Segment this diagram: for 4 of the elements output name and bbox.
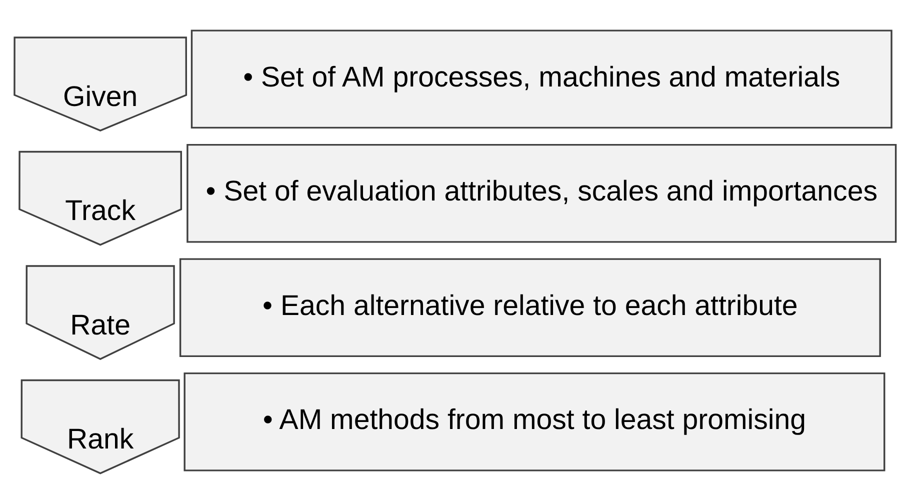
node-box: • Each alternative relative to each attribute — [179, 258, 881, 357]
node-box: • Set of AM processes, machines and materials — [190, 29, 892, 128]
node-box: • AM methods from most to least promising — [184, 372, 886, 471]
node-box: • Set of evaluation attributes, scales and importances — [186, 143, 897, 242]
